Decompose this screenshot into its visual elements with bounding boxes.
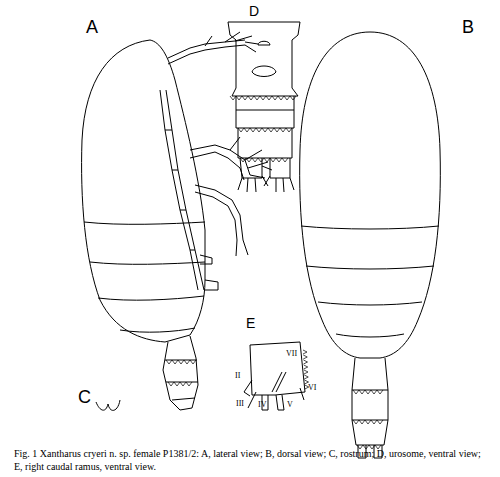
leg-setae xyxy=(230,137,268,256)
seta-number: VII xyxy=(286,350,297,358)
dorsal-segment-lines xyxy=(301,226,439,337)
seta-number: II xyxy=(235,372,240,380)
panel-letter: C xyxy=(78,388,91,406)
panel-letter: A xyxy=(86,18,98,36)
swimming-leg xyxy=(190,145,250,180)
panel-letter: B xyxy=(462,18,474,36)
figure-caption: Fig. 1 Xantharus cryeri n. sp. female P1… xyxy=(14,448,486,473)
panel-letter: D xyxy=(249,4,259,18)
dorsal-body xyxy=(300,32,441,358)
caudal-setae xyxy=(238,166,294,192)
lateral-body xyxy=(82,40,205,342)
rostrum xyxy=(96,400,120,410)
urosome-segment xyxy=(236,96,294,128)
seta-number: IV xyxy=(258,401,266,409)
caudal-ramus xyxy=(250,342,305,395)
dorsal-urosome xyxy=(352,358,388,445)
lateral-urosome xyxy=(163,336,198,410)
seta-number: V xyxy=(287,401,293,409)
antenna xyxy=(160,90,204,290)
urosome-joints xyxy=(165,360,198,400)
seta-number: III xyxy=(236,400,244,408)
caudal-rami xyxy=(240,158,290,178)
serrations xyxy=(166,96,383,449)
serration-teeth xyxy=(166,96,383,449)
seta-number: VI xyxy=(308,384,316,392)
leg-stub xyxy=(200,255,218,290)
genital-segment xyxy=(228,22,300,96)
antenna-joints xyxy=(165,130,195,250)
antennule-setae xyxy=(205,32,258,52)
panel-letter: E xyxy=(246,316,255,330)
ramus-setae xyxy=(244,372,304,410)
swimming-leg xyxy=(195,185,243,240)
genital-field xyxy=(252,41,276,76)
